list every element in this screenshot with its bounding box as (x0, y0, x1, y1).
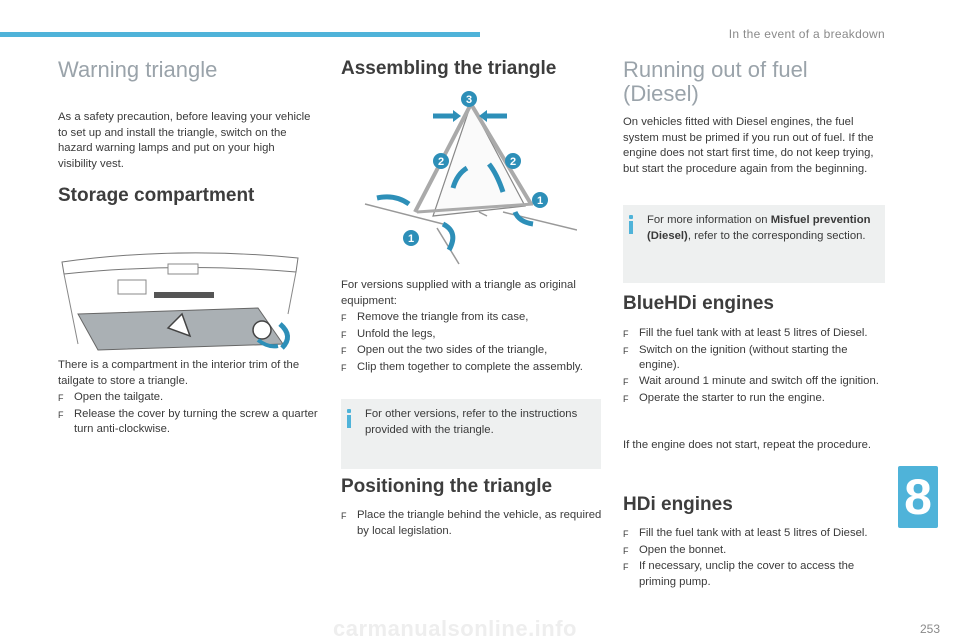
bullet-icon: F (623, 377, 629, 388)
step-2-marker: 2 (505, 153, 521, 169)
warning-paragraph: As a safety precaution, before leaving y… (58, 111, 311, 171)
bullet-icon: F (58, 393, 64, 403)
svg-text:1: 1 (408, 233, 414, 245)
svg-text:1: 1 (537, 195, 543, 207)
bullet-icon: F (623, 529, 629, 539)
bullet-icon: F (341, 346, 347, 357)
info-icon (347, 409, 352, 429)
bullet-icon: F (623, 329, 629, 339)
step-3-marker: 3 (461, 91, 477, 107)
footer-watermark: carmanualsonline.info (333, 616, 577, 641)
versions-paragraph: For versions supplied with a triangle as… (341, 279, 576, 307)
misfuel-note: For more information on Misfuel preventi… (623, 205, 885, 283)
info-note-text: For other versions, refer to the instruc… (365, 408, 578, 436)
assembling-title: Assembling the triangle (341, 58, 557, 79)
bullet-icon: F (623, 345, 629, 356)
hdi-title: HDi engines (623, 494, 733, 515)
bullet-icon: F (341, 511, 347, 521)
bullet-icon: F (623, 393, 629, 404)
info-note: For other versions, refer to the instruc… (341, 399, 601, 469)
triangle-diagram: 3 2 2 1 1 (364, 91, 577, 265)
chapter-tab: 8 (898, 466, 938, 528)
page-number: 253 (919, 622, 940, 636)
step-2-marker: 2 (433, 153, 449, 169)
storage-paragraph: There is a compartment in the interior t… (58, 359, 300, 387)
step-1-marker: 1 (532, 192, 548, 208)
tailgate-illustration (61, 252, 299, 351)
svg-text:2: 2 (510, 156, 516, 168)
top-accent-bar (0, 32, 480, 37)
bluehdi-title: BlueHDi engines (623, 293, 774, 314)
svg-text:2: 2 (438, 156, 444, 168)
bullet-icon: F (58, 409, 64, 420)
bluehdi-after: If the engine does not start, repeat the… (623, 439, 872, 451)
bullet-icon: F (623, 545, 629, 556)
bullet-icon: F (623, 562, 629, 573)
positioning-title: Positioning the triangle (341, 476, 553, 497)
fuel-paragraph: On vehicles fitted with Diesel engines, … (623, 116, 874, 176)
bullet-icon: F (341, 329, 347, 340)
storage-title: Storage compartment (58, 185, 255, 206)
step-1-marker: 1 (403, 230, 419, 246)
bullet-icon: F (341, 363, 347, 374)
misfuel-note-text: For more information on Misfuel preventi… (647, 214, 871, 242)
fuel-title: Running out of fuel (Diesel) (623, 57, 808, 106)
bullet-icon: F (341, 313, 347, 323)
svg-text:3: 3 (466, 94, 472, 106)
info-icon (629, 215, 634, 235)
section-header: In the event of a breakdown (728, 27, 885, 41)
warning-triangle-title: Warning triangle (58, 57, 218, 82)
